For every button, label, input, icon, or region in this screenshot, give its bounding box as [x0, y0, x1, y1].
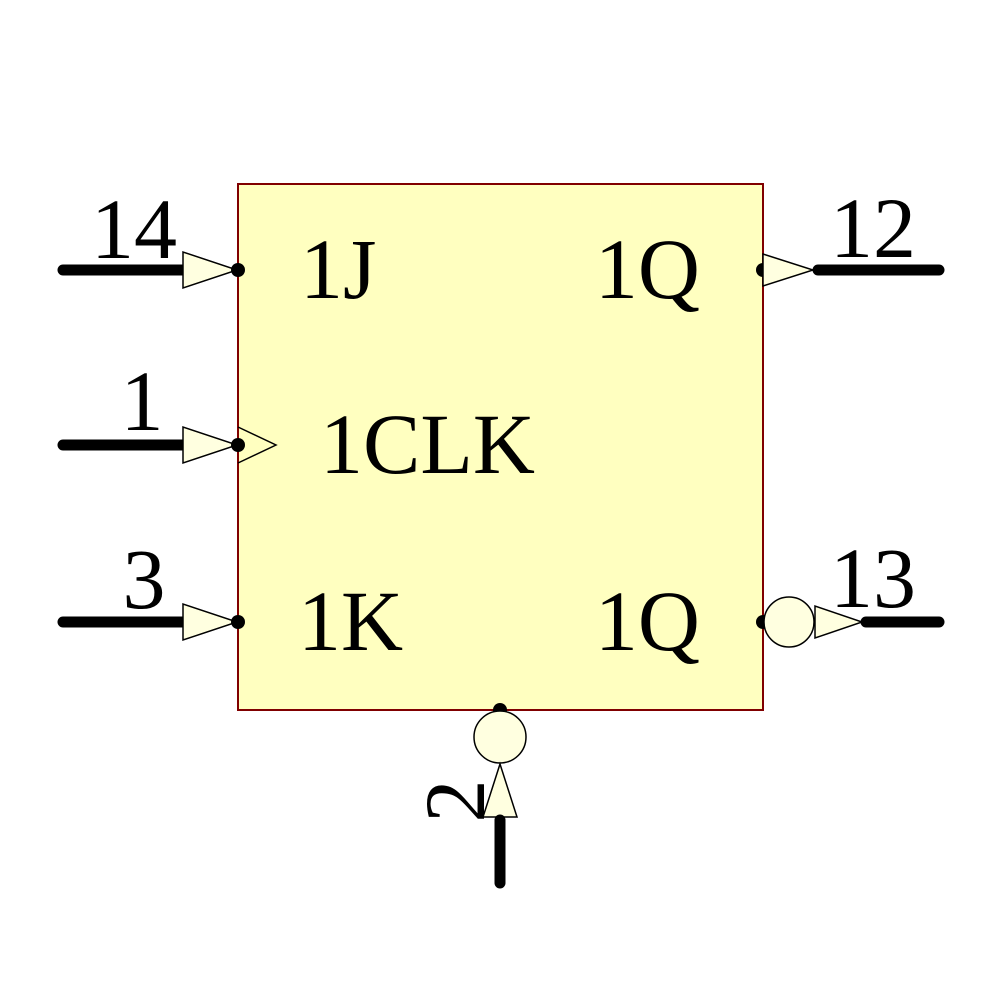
pin-12-arrow-icon [762, 252, 816, 288]
pin-2-number: 2 [407, 780, 503, 823]
label-1q: 1Q [595, 221, 700, 317]
pin-13-arrow-icon [814, 604, 865, 640]
label-1clk: 1CLK [320, 396, 535, 492]
inversion-bubble-icon [473, 710, 527, 764]
pin-1-endpoint [231, 438, 245, 452]
pin-12-group[interactable]: 12 [756, 180, 945, 288]
pin-3-arrow-icon [182, 602, 240, 642]
pin-1-group[interactable]: 1 [57, 353, 278, 465]
label-1k: 1K [298, 573, 403, 669]
pin-12-number: 12 [830, 180, 916, 276]
inversion-bubble-icon [763, 596, 815, 648]
pin-3-endpoint [231, 615, 245, 629]
pin-3-group[interactable]: 3 [57, 531, 245, 642]
label-1q-inverted: 1Q [595, 573, 700, 669]
pin-14-number: 14 [91, 181, 177, 277]
pin-3-number: 3 [123, 531, 166, 627]
pin-14-arrow-icon [182, 250, 240, 290]
pin-2-group[interactable]: 2 [407, 703, 527, 889]
pin-13-group[interactable]: 13 [756, 530, 945, 648]
pin-14-group[interactable]: 14 [57, 181, 245, 290]
label-1j: 1J [300, 221, 376, 317]
clock-edge-icon [237, 426, 278, 464]
pin-14-endpoint [231, 263, 245, 277]
pin-1-number: 1 [121, 353, 164, 449]
pin-13-number: 13 [830, 530, 916, 626]
symbol-body[interactable] [237, 183, 764, 711]
pin-1-arrow-icon [182, 425, 240, 465]
